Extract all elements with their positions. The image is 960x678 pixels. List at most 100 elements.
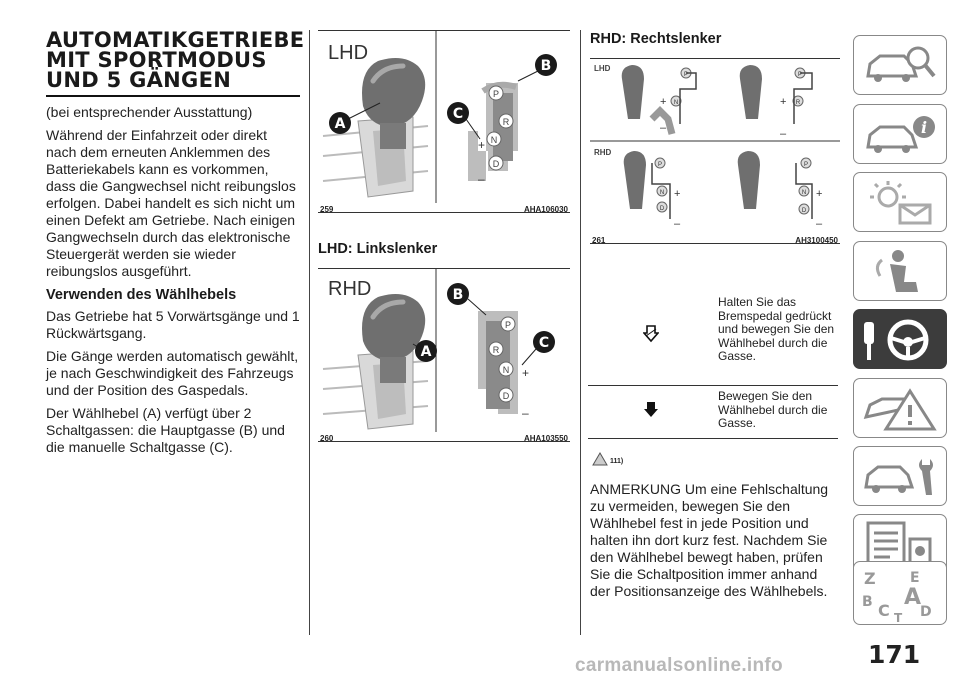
move-lever-icon (643, 401, 659, 424)
tab-starting-driving[interactable] (853, 309, 947, 369)
fig259-callout-c: C (453, 106, 463, 122)
fig261-p-3: P (658, 162, 662, 168)
table-row-brake: Halten Sie das Bremspedal gedrückt und b… (588, 292, 838, 386)
gears-paragraph: Das Getriebe hat 5 Vorwärtsgänge und 1 R… (46, 308, 300, 341)
fig261-label-lhd: LHD (594, 64, 611, 73)
subheading-rhd: RHD: Rechtslenker (590, 31, 722, 47)
fig260-gear-p: P (505, 320, 511, 330)
index-a: A (904, 585, 921, 610)
index-d: D (920, 604, 932, 620)
warning-ref-icon (592, 452, 608, 471)
fig259-plus: + (478, 138, 485, 152)
fig261-p-1: P (684, 72, 688, 78)
fig261-minus-3: – (674, 218, 681, 230)
heading-rule (46, 95, 300, 97)
fig260-callout-c: C (539, 335, 549, 351)
fig261-label-rhd: RHD (594, 148, 612, 157)
fig260-gear-r: R (493, 345, 500, 355)
tab-safety[interactable] (853, 241, 947, 301)
heading-line-2: MIT SPORTMODUS (46, 48, 267, 72)
fig260-callout-b: B (453, 287, 464, 303)
car-info-icon: i (866, 116, 935, 153)
breakin-paragraph: Während der Einfahrzeit oder direkt nach… (46, 127, 296, 279)
fig260-label: RHD (328, 278, 371, 300)
fig261-minus-1: – (660, 122, 667, 134)
car-wrench-icon (864, 459, 933, 495)
figure-259-illustration: LHD A P R N D + – B C (322, 31, 557, 203)
subheading-lhd: LHD: Linkslenker (318, 241, 438, 257)
fig259-number: 259 (320, 205, 334, 214)
airbag-seat-icon (875, 250, 918, 292)
car-search-icon (866, 46, 936, 82)
heading-line-3: UND 5 GÄNGEN (46, 68, 232, 92)
watermark: carmanualsonline.info (575, 655, 783, 676)
tab-emergency[interactable] (853, 378, 947, 438)
fig261-plus-3: + (674, 188, 680, 200)
fig260-minus: – (522, 406, 529, 420)
fig261-n-4: N (802, 190, 806, 196)
fig259-label: LHD (328, 42, 368, 64)
press-lever-icon (642, 325, 660, 348)
fig261-r-2: R (796, 100, 801, 106)
tab-maintenance[interactable] (853, 446, 947, 506)
tab-car-search[interactable] (853, 35, 947, 95)
fig261-n-1: N (674, 100, 678, 106)
fig259-gear-p: P (493, 89, 499, 99)
table-text-brake: Halten Sie das Bremspedal gedrückt und b… (718, 295, 835, 363)
warning-triangle-icon (863, 388, 937, 431)
subheading-lever: Verwenden des Wählhebels (46, 287, 237, 303)
heading-line-1: AUTOMATIKGETRIEBE (46, 28, 305, 52)
fig261-plus-2: + (780, 96, 786, 108)
lever-paragraph: Der Wählhebel (A) verfügt über 2 Schaltg… (46, 405, 285, 455)
tab-index[interactable]: Z E B A C D T (853, 561, 947, 625)
table-row-move: Bewegen Sie den Wählhebel durch die Gass… (588, 386, 838, 439)
note-paragraph: ANMERKUNG Um eine Fehlschaltung zu verme… (590, 481, 829, 599)
figure-259: LHD A P R N D + – B C 259 AHA106 (318, 30, 570, 214)
fig261-p-2: P (798, 72, 802, 78)
fig261-d-3: D (660, 206, 665, 212)
figure-260-illustration: RHD A P R N D + – B C (322, 269, 555, 432)
fig261-p-4: P (804, 162, 808, 168)
index-t: T (894, 611, 903, 622)
fig261-minus-4: – (816, 218, 823, 230)
fig260-plus: + (522, 366, 529, 380)
index-z: Z (864, 569, 876, 588)
tab-car-info[interactable]: i (853, 104, 947, 164)
index-c: C (878, 601, 890, 620)
fig261-plus-4: + (816, 188, 822, 200)
page-number: 171 (868, 640, 921, 669)
fig261-minus-2: – (780, 128, 787, 140)
fig260-callout-a: A (421, 344, 432, 360)
fig261-code: AH3100450 (795, 236, 838, 245)
figure-261-illustration: LHD RHD P N + – P R + – P N D + – P (590, 64, 840, 230)
figure-261: LHD RHD P N + – P R + – P N D + – P (590, 58, 840, 245)
key-steering-wheel-icon (864, 319, 929, 361)
fig260-gear-n: N (503, 365, 510, 375)
fig259-gear-n: N (491, 135, 498, 145)
fig259-code: AHA106030 (523, 205, 568, 214)
index-e: E (910, 570, 920, 586)
table-text-move: Bewegen Sie den Wählhebel durch die Gass… (718, 389, 828, 430)
fig259-callout-a: A (335, 116, 346, 132)
column-1: AUTOMATIKGETRIEBE MIT SPORTMODUS UND 5 G… (46, 28, 305, 462)
fig260-number: 260 (320, 434, 334, 443)
section-heading: AUTOMATIKGETRIEBE MIT SPORTMODUS UND 5 G… (46, 28, 305, 92)
fig261-n-3: N (660, 190, 664, 196)
column-rule-1 (309, 30, 310, 635)
auto-paragraph: Die Gänge werden automatisch gewählt, je… (46, 348, 299, 398)
svg-text:i: i (921, 118, 927, 137)
fig259-gear-d: D (493, 159, 500, 169)
fig259-minus: – (478, 172, 485, 186)
fig260-gear-d: D (503, 391, 510, 401)
column-rule-2 (580, 30, 581, 635)
fig260-code: AHA103550 (523, 434, 568, 443)
fig261-d-4: D (802, 208, 807, 214)
fig259-gear-r: R (503, 117, 510, 127)
tab-warning-lights[interactable] (853, 172, 947, 232)
fig261-plus-1: + (660, 96, 666, 108)
figure-260: RHD A P R N D + – B C 260 AHA103550 (318, 268, 570, 443)
fig261-number: 261 (592, 236, 606, 245)
alphabetical-index-icon: Z E B A C D T (862, 569, 932, 622)
index-b: B (862, 594, 873, 610)
fig259-callout-b: B (541, 58, 552, 74)
